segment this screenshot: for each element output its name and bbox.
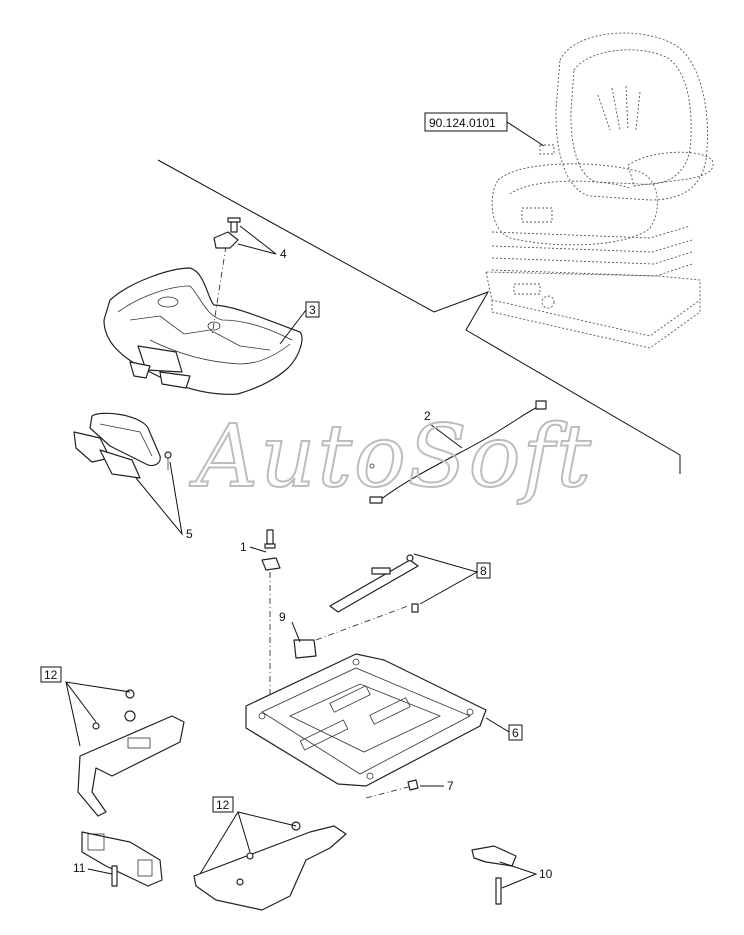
assembly-line bbox=[157, 159, 681, 474]
callout-box-8 bbox=[476, 562, 491, 579]
leader-1 bbox=[249, 546, 267, 553]
leader-2 bbox=[429, 423, 463, 449]
leader-12b-2 bbox=[199, 811, 239, 875]
bracket-part-11 bbox=[81, 831, 163, 887]
side-panel-part-12-right bbox=[193, 821, 347, 911]
leader-3 bbox=[279, 309, 307, 345]
callout-12a: 12 bbox=[44, 668, 58, 682]
leader-11 bbox=[87, 868, 113, 875]
callout-12b: 12 bbox=[216, 798, 230, 812]
rod-part-8 bbox=[329, 554, 419, 613]
bracket-part-9 bbox=[293, 639, 317, 659]
reference-label: 90.124.0101 bbox=[429, 116, 496, 130]
callout-8: 8 bbox=[480, 564, 487, 578]
callout-box-6 bbox=[508, 724, 523, 741]
nut-part-7 bbox=[407, 779, 419, 791]
bolt-part-1 bbox=[261, 529, 281, 571]
callout-10: 10 bbox=[539, 867, 553, 881]
callout-1: 1 bbox=[240, 540, 247, 554]
seat-frame-part-3 bbox=[103, 245, 303, 395]
centerline-7 bbox=[365, 785, 413, 799]
leader-12a bbox=[64, 681, 131, 723]
callout-3: 3 bbox=[309, 303, 316, 317]
reference-leader bbox=[506, 121, 545, 147]
base-plate-part-6 bbox=[245, 653, 487, 787]
callout-9: 9 bbox=[279, 610, 286, 624]
leader-10 bbox=[499, 861, 538, 889]
leader-6 bbox=[485, 717, 510, 733]
leader-4 bbox=[237, 225, 277, 255]
leader-9 bbox=[291, 621, 301, 643]
callout-box-3 bbox=[305, 301, 320, 318]
callout-2: 2 bbox=[424, 409, 431, 423]
leader-12a-2 bbox=[65, 681, 81, 747]
leader-5 bbox=[135, 461, 183, 536]
callout-box-12a bbox=[40, 666, 62, 683]
callout-6: 6 bbox=[512, 726, 519, 740]
callout-4: 4 bbox=[280, 247, 287, 261]
lever-part-10 bbox=[471, 845, 517, 905]
callout-5: 5 bbox=[186, 527, 193, 541]
seat-assembly bbox=[485, 32, 714, 349]
clip-part-4 bbox=[213, 217, 241, 249]
callout-7: 7 bbox=[447, 779, 454, 793]
cover-part-5 bbox=[73, 412, 172, 479]
callout-11: 11 bbox=[73, 861, 86, 875]
cable-part-2 bbox=[369, 400, 547, 504]
centerline-8 bbox=[315, 605, 409, 641]
callout-box-12b bbox=[212, 796, 234, 813]
side-panel-part-12-left bbox=[77, 689, 185, 817]
leader-8 bbox=[413, 553, 479, 605]
watermark: AutoSoft bbox=[189, 407, 593, 507]
